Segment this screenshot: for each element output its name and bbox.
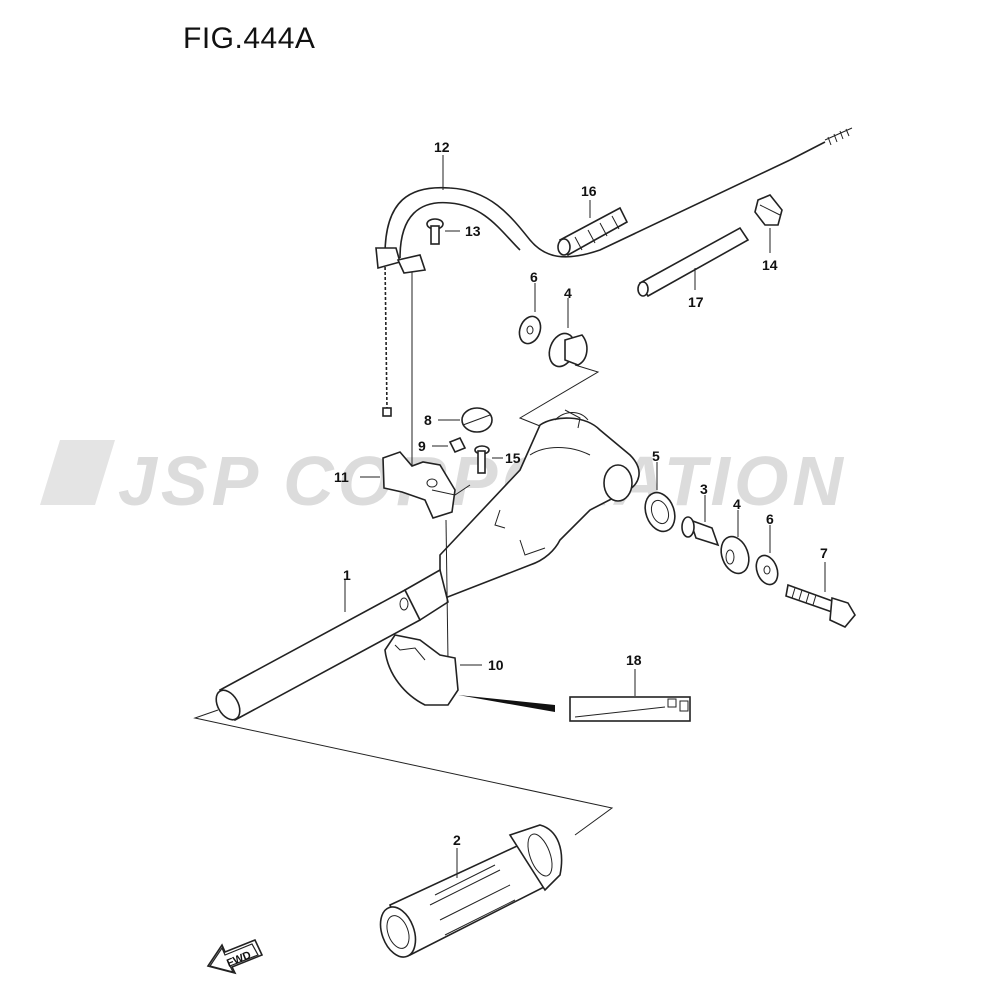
callout-9: 9 [418, 438, 426, 454]
callout-18: 18 [626, 652, 642, 668]
callout-12: 12 [434, 139, 450, 155]
callout-2: 2 [453, 832, 461, 848]
tube-17 [637, 226, 750, 298]
clip-14 [754, 194, 783, 253]
part-labels: 1 2 3 4 4 5 6 6 7 8 9 10 11 12 13 14 15 … [334, 139, 828, 848]
callout-7: 7 [820, 545, 828, 561]
callout-13: 13 [465, 223, 481, 239]
figure-title: FIG.444A [183, 22, 316, 55]
handle-tube [215, 568, 449, 722]
washer-6 [755, 525, 779, 586]
bolt-15 [474, 445, 503, 474]
callout-5: 5 [652, 448, 660, 464]
fwd-arrow: FWD [206, 938, 264, 975]
callout-11: 11 [334, 469, 349, 485]
callout-16: 16 [581, 183, 597, 199]
bolt-7 [785, 562, 856, 628]
bushing-5 [644, 462, 676, 533]
bolt-13 [426, 218, 460, 245]
bushing-4 [720, 510, 750, 575]
collar-3 [681, 495, 720, 547]
nut-9 [432, 436, 467, 454]
callout-1: 1 [343, 567, 351, 583]
label-plate-18 [569, 669, 691, 722]
plate-8 [438, 407, 493, 433]
callout-4: 4 [733, 496, 741, 512]
callout-4-top: 4 [564, 285, 572, 301]
washer-6-top [518, 283, 542, 345]
bushing-4-top [548, 298, 588, 368]
tiller-arm [439, 409, 640, 602]
bracket-11 [360, 451, 471, 519]
throttle-cable [375, 127, 853, 480]
callout-17: 17 [688, 294, 704, 310]
callout-6: 6 [766, 511, 774, 527]
callout-15: 15 [505, 450, 521, 466]
grip-2 [379, 824, 563, 958]
callout-3: 3 [700, 481, 708, 497]
callout-14: 14 [762, 257, 778, 273]
sleeve-16 [557, 200, 629, 257]
callout-8: 8 [424, 412, 432, 428]
bracket-10 [384, 634, 482, 706]
callout-6-top: 6 [530, 269, 538, 285]
callout-10: 10 [488, 657, 504, 673]
